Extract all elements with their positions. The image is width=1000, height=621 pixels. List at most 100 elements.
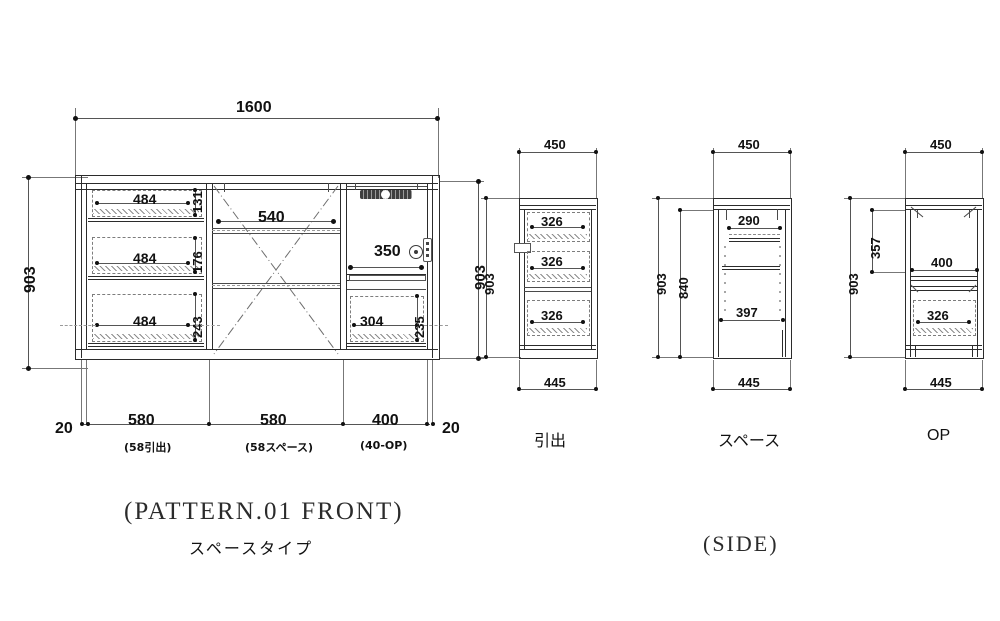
sv2-shelf-top-2	[729, 241, 780, 242]
dim-line-sv1-445	[521, 389, 595, 390]
dim-tick	[788, 150, 792, 154]
dim-label-drawer-3-height: 243	[190, 316, 205, 338]
dim-label-sv1-bottom: 445	[544, 375, 566, 390]
dim-line-304	[354, 325, 417, 326]
dim-line-sv3-445	[907, 389, 981, 390]
sv1-drawer-2	[527, 251, 590, 282]
dim-tick	[193, 292, 197, 296]
sv2-shelf-mid-2	[722, 269, 780, 270]
sv1-top-rail	[519, 205, 596, 206]
dim-tick	[678, 355, 682, 359]
sv3-leg-l	[915, 345, 916, 357]
cabinet-right-panel	[432, 175, 433, 358]
sv1-front-edge	[524, 209, 525, 349]
ext-sv3-top-l	[905, 148, 906, 198]
dim-tick	[415, 338, 419, 342]
drawer-1-box	[92, 190, 202, 217]
op-drawer-box	[350, 296, 424, 342]
dim-label-sv1-top: 450	[544, 137, 566, 152]
dim-tick	[530, 266, 534, 270]
cabinet-outer-body	[75, 175, 440, 360]
sv1-drawer-2-hatch	[528, 274, 587, 279]
dim-tick	[186, 261, 190, 265]
dim-tick	[348, 265, 353, 270]
dim-tick	[967, 320, 971, 324]
dim-label-section-1-width: 580	[128, 412, 155, 429]
dim-line-sv1-903	[486, 198, 487, 357]
ext-sv3-h-top	[844, 198, 906, 199]
dim-tick	[86, 422, 90, 426]
drawer-3-hatch	[93, 334, 199, 339]
sv3-top-rail-2	[905, 209, 982, 210]
dim-line-sv3-903	[850, 198, 851, 357]
dim-tick	[975, 268, 979, 272]
dim-tick	[26, 366, 31, 371]
control-panel-icon	[423, 238, 432, 262]
sv2-shelf-top	[729, 238, 780, 239]
dim-line-903-right	[478, 181, 479, 358]
ext-sv1-top-r	[596, 148, 597, 198]
dim-label-sv3-height-357: 357	[868, 237, 883, 259]
sv3-plinth-top-2	[905, 349, 982, 350]
bracket-right	[328, 183, 329, 192]
dim-tick	[903, 150, 907, 154]
sv3-drawer	[913, 300, 976, 336]
dim-line-sv3-326	[918, 322, 969, 323]
drawer-2-hatch	[93, 266, 199, 271]
sv2-shelf-mid	[722, 266, 780, 267]
dim-label-edge-right: 20	[442, 420, 460, 437]
sv3-body	[905, 198, 984, 359]
dim-label-section-3-width: 400	[372, 412, 399, 429]
ext-line-top-903L	[22, 177, 88, 178]
cabinet-right-panel-inner	[427, 183, 428, 349]
dim-tick	[26, 175, 31, 180]
ext-b1	[81, 360, 82, 425]
dim-label-sv1-inner-1: 326	[541, 214, 563, 229]
space-shelf-1-axis	[212, 230, 340, 231]
dim-line-sv2-840	[680, 210, 681, 357]
sv2-front-edge	[718, 209, 719, 357]
dim-label-overall-width: 1600	[236, 99, 272, 116]
space-shelf-2-bottom	[212, 288, 340, 289]
dim-label-op-drawer-width: 304	[360, 313, 384, 329]
dim-tick	[656, 196, 660, 200]
drawer-2-face-bottom	[88, 276, 204, 277]
grille-center-hole	[381, 190, 390, 199]
dim-label-height-left: 903	[22, 266, 39, 293]
sv2-bracket-l	[726, 209, 727, 220]
ext-sv2-h-top	[652, 198, 714, 199]
center-axis-left	[60, 325, 96, 326]
dim-tick	[331, 219, 336, 224]
dim-line-sv1-326c	[532, 322, 583, 323]
front-view-title: (PATTERN.01 FRONT)	[124, 498, 404, 525]
op-drawer-face-bottom-2	[347, 346, 426, 347]
sv3-shelf-b	[910, 286, 977, 287]
dim-tick	[95, 201, 99, 205]
dim-label-drawer-2-width: 484	[133, 250, 157, 266]
dim-label-sv3-inner-400: 400	[931, 255, 953, 270]
dim-label-sv3-inner-326: 326	[927, 308, 949, 323]
dim-tick	[781, 318, 785, 322]
dim-line-sv3-450	[907, 152, 981, 153]
dim-label-op-drawer-height: 235	[412, 316, 427, 338]
dim-label-sv2-height-840: 840	[676, 277, 691, 299]
op-bracket-left	[355, 183, 356, 190]
sv1-drawer-1	[527, 212, 590, 242]
sv1-body	[519, 198, 598, 359]
dim-label-drawer-2-height: 176	[190, 251, 205, 273]
dim-line-235	[417, 296, 418, 340]
dim-tick	[352, 323, 356, 327]
dim-line-sv1-326b	[532, 268, 583, 269]
dim-tick	[788, 387, 792, 391]
dim-line-sv2-903	[658, 198, 659, 357]
dim-tick	[186, 323, 190, 327]
cabinet-left-panel-inner	[86, 183, 87, 349]
dim-tick	[903, 387, 907, 391]
ext-sv3-top-r	[982, 148, 983, 198]
dim-line-sv3-357	[872, 210, 873, 272]
dim-label-sv2-bottom: 445	[738, 375, 760, 390]
ext-b3	[209, 360, 210, 425]
ext-sv1-h-top	[481, 198, 521, 199]
op-shelf-body	[349, 275, 426, 281]
dim-label-sv3-height-903: 903	[846, 273, 861, 295]
